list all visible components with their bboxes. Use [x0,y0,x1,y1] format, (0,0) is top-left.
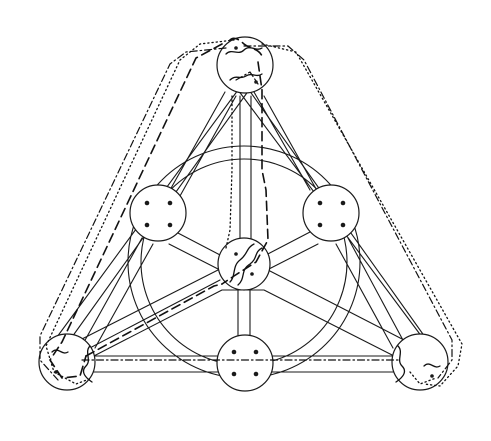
outer-triangle-edges [56,89,431,373]
center-spokes [168,231,319,343]
top-node-crossings [225,46,263,84]
node-bottom [216,334,274,392]
hole-dot [340,222,346,228]
dotted-path [45,39,463,387]
node-left [129,184,187,242]
hole-dot [167,222,173,228]
hole-dot [317,200,323,206]
hole-dot [231,371,237,377]
hole-dot [340,200,346,206]
hole-dot [231,349,237,355]
node-center [217,237,271,291]
hole-dot [253,349,259,355]
node-right [302,184,360,242]
dash-dot-path [39,45,453,381]
corner-node-crossings [51,349,441,378]
hole-dot [144,200,150,206]
hole-dot [317,222,323,228]
top-spokes [169,91,321,241]
hole-dot [253,371,259,377]
node-bottom-right [391,333,449,391]
lower-spokes [83,237,405,349]
hole-dot [144,222,150,228]
node-bottom-left [38,333,96,391]
hole-dot [167,200,173,206]
